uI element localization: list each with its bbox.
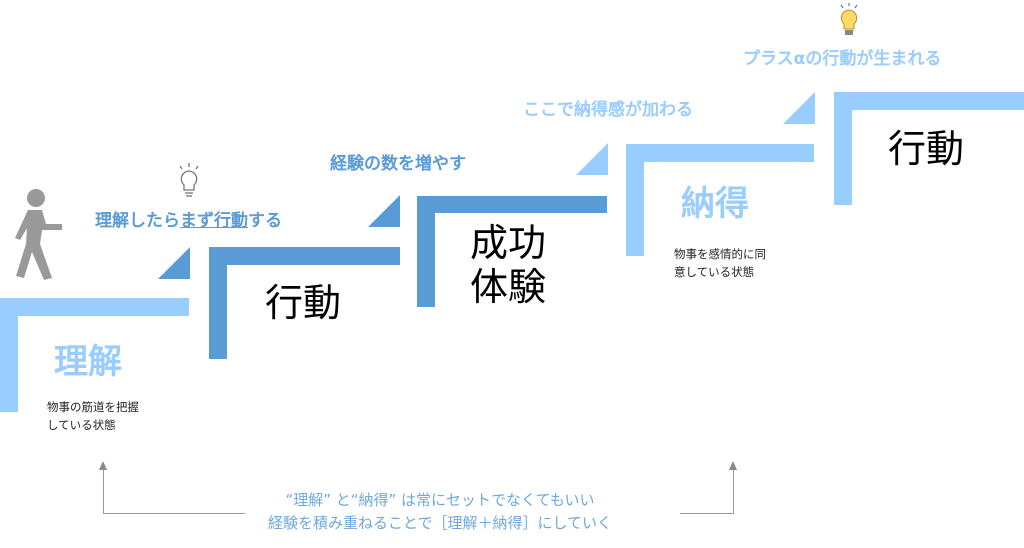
bottom-note: “理解” と“納得” は常にセットでなくてもいい経験を積み重ねることで［理解＋納… <box>190 489 690 535</box>
step5-bar <box>834 92 1024 110</box>
step-arrow-triangle <box>783 92 815 124</box>
lightbulb-icon <box>179 163 199 197</box>
step4-title: 納得 <box>681 184 749 224</box>
step3-riser <box>417 196 435 307</box>
step2-riser <box>209 247 227 359</box>
left-connector-line <box>103 470 104 514</box>
right-connector-line <box>680 513 734 514</box>
caption-underlined: まず行動 <box>180 211 248 231</box>
step1-bar <box>0 298 189 316</box>
step3-title: 成功体験 <box>470 221 547 309</box>
step-arrow-triangle <box>576 143 608 175</box>
caption-3: ここで納得感が加わる <box>523 100 693 120</box>
left-connector-line <box>103 513 245 514</box>
desc-line: 物事の筋道を把握 <box>47 400 139 414</box>
step1-riser <box>0 298 18 412</box>
step4-riser <box>626 144 644 256</box>
walking-person-icon <box>15 189 62 280</box>
step1-title: 理解 <box>54 342 122 382</box>
caption-2: 経験の数を増やす <box>330 154 466 174</box>
step4-bar <box>626 144 814 162</box>
note-line: “理解” と“納得” は常にセットでなくてもいい <box>285 491 595 509</box>
step5-title: 行動 <box>888 127 965 171</box>
step5-riser <box>834 92 852 205</box>
step4-desc: 物事を感情的に同意している状態 <box>674 245 766 281</box>
desc-line: 物事を感情的に同 <box>674 247 766 261</box>
step-arrow-triangle <box>368 195 400 227</box>
caption-text: する <box>248 211 282 231</box>
title-line: 成功 <box>470 221 547 265</box>
desc-line: 意している状態 <box>674 265 755 279</box>
caption-1: 理解したらまず行動する <box>95 206 282 231</box>
step-arrow-triangle <box>158 247 190 279</box>
note-line: 経験を積み重ねることで［理解＋納得］にしていく <box>267 514 613 532</box>
arrow-up-icon <box>729 461 737 470</box>
step1-desc: 物事の筋道を把握している状態 <box>47 398 139 434</box>
desc-line: している状態 <box>47 418 116 432</box>
step3-bar <box>417 196 607 213</box>
caption-text: 理解したら <box>95 211 180 231</box>
right-connector-line <box>733 470 734 514</box>
step2-title: 行動 <box>265 281 342 325</box>
caption-4: プラスαの行動が生まれる <box>743 49 942 69</box>
lightbulb-lit-icon <box>840 3 858 35</box>
step2-bar <box>209 247 400 265</box>
title-line: 体験 <box>470 264 547 309</box>
arrow-up-icon <box>99 461 107 470</box>
